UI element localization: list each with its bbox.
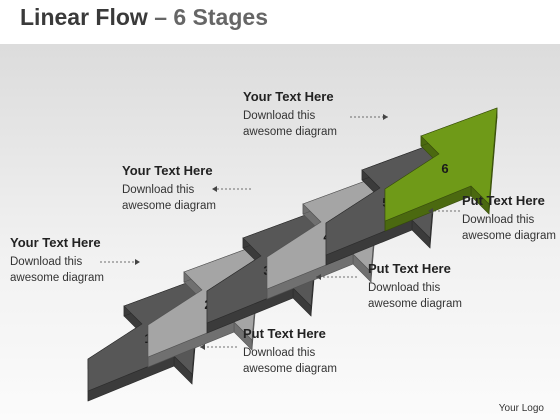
leader-arrowhead [200,344,205,350]
callout-body: Download this awesome diagram [462,214,556,242]
callout-heading: Your Text Here [243,89,334,104]
leader-arrowhead [383,114,388,120]
arrow-top-face [384,107,498,222]
callout-body: Download this awesome diagram [122,184,216,212]
stage-arrows: 123456 [87,107,498,402]
callout-stage-6: Your Text Here Download this awesome dia… [243,89,363,140]
stage-arrow-4: 4 [266,175,380,300]
callout-body: Download this awesome diagram [243,110,337,138]
callout-heading: Put Text Here [368,261,451,276]
callout-stage-5: Put Text Here Download this awesome diag… [462,193,560,244]
leader-arrowhead [135,259,140,265]
title-dash: – [154,4,167,30]
callout-heading: Put Text Here [462,193,545,208]
logo-placeholder: Your Logo [498,403,544,414]
leader-arrowhead [428,208,433,214]
callout-body: Download this awesome diagram [368,282,462,310]
title-main: Linear Flow [20,4,148,30]
page-title: Linear Flow – 6 Stages [20,4,268,31]
callout-stage-1: Put Text Here Download this awesome diag… [243,326,363,377]
callout-stage-3: Put Text Here Download this awesome diag… [368,261,488,312]
callout-body: Download this awesome diagram [10,256,104,284]
stage-arrow-1: 1 [87,277,201,402]
stage-arrow-6: 6 [384,107,498,232]
stage-number: 6 [441,161,448,176]
callout-heading: Put Text Here [243,326,326,341]
callout-stage-2: Your Text Here Download this awesome dia… [10,235,130,286]
callout-leader-lines [100,114,460,350]
stage-arrow-5: 5 [325,141,439,266]
callout-body: Download this awesome diagram [243,347,337,375]
callout-heading: Your Text Here [10,235,101,250]
callout-stage-4: Your Text Here Download this awesome dia… [122,163,242,214]
leader-arrowhead [212,186,217,192]
title-subtitle: 6 Stages [173,4,268,30]
stage-arrow-2: 2 [147,243,261,368]
callout-heading: Your Text Here [122,163,213,178]
leader-arrowhead [316,274,321,280]
